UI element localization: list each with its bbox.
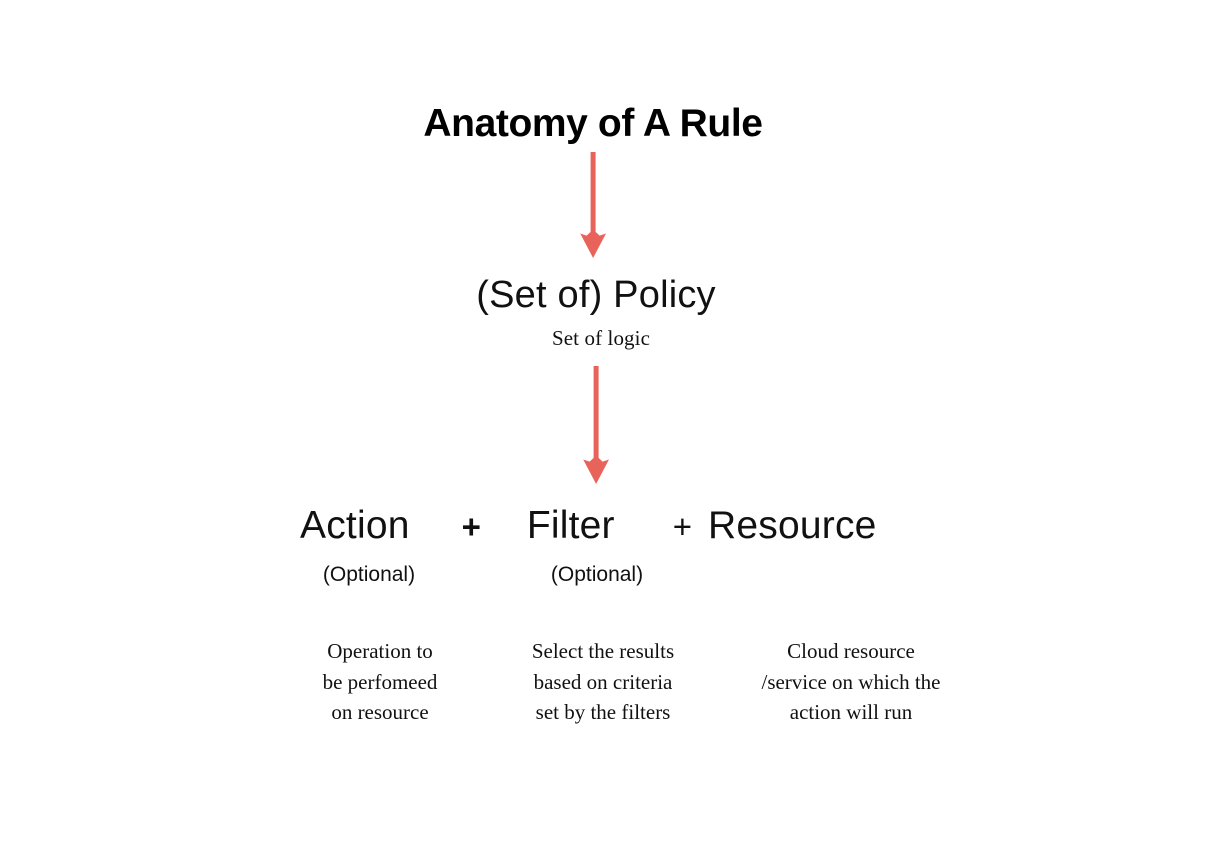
component-term-resource: Resource — [708, 504, 877, 547]
description-resource-line-2: /service on which the — [761, 669, 941, 694]
description-action-line-3: on resource — [331, 700, 429, 724]
operator-plus-1: + — [461, 508, 481, 545]
description-filter: Select the results based on criteria set… — [488, 636, 718, 728]
optional-label-filter: (Optional) — [550, 563, 644, 586]
component-term-action: Action — [300, 504, 410, 547]
description-action-line-1: Operation to — [327, 639, 433, 663]
arrow-down-icon-policy-to-components — [569, 364, 623, 493]
optional-label-action: (Optional) — [322, 563, 416, 586]
components-row: Action + Filter + Resource — [300, 500, 925, 560]
description-filter-line-1: Select the results — [531, 639, 675, 663]
descriptions-row: Operation to be perfomeed on resource Se… — [265, 636, 965, 726]
operator-plus-2: + — [672, 508, 693, 545]
description-action: Operation to be perfomeed on resource — [265, 636, 495, 728]
description-action-line-2: be perfomeed — [322, 669, 438, 694]
arrow-down-icon-title-to-policy — [566, 150, 620, 267]
page-title: Anatomy of A Rule — [423, 102, 763, 145]
description-resource-line-1: Cloud resource — [787, 639, 915, 663]
description-filter-line-2: based on criteria — [533, 669, 673, 694]
description-resource-line-3: action will run — [789, 700, 913, 724]
description-filter-line-3: set by the filters — [535, 700, 671, 724]
policy-subtext: Set of logic — [551, 326, 651, 350]
policy-heading: (Set of) Policy — [476, 274, 716, 316]
description-resource: Cloud resource /service on which the act… — [736, 636, 966, 728]
component-term-filter: Filter — [526, 504, 615, 547]
